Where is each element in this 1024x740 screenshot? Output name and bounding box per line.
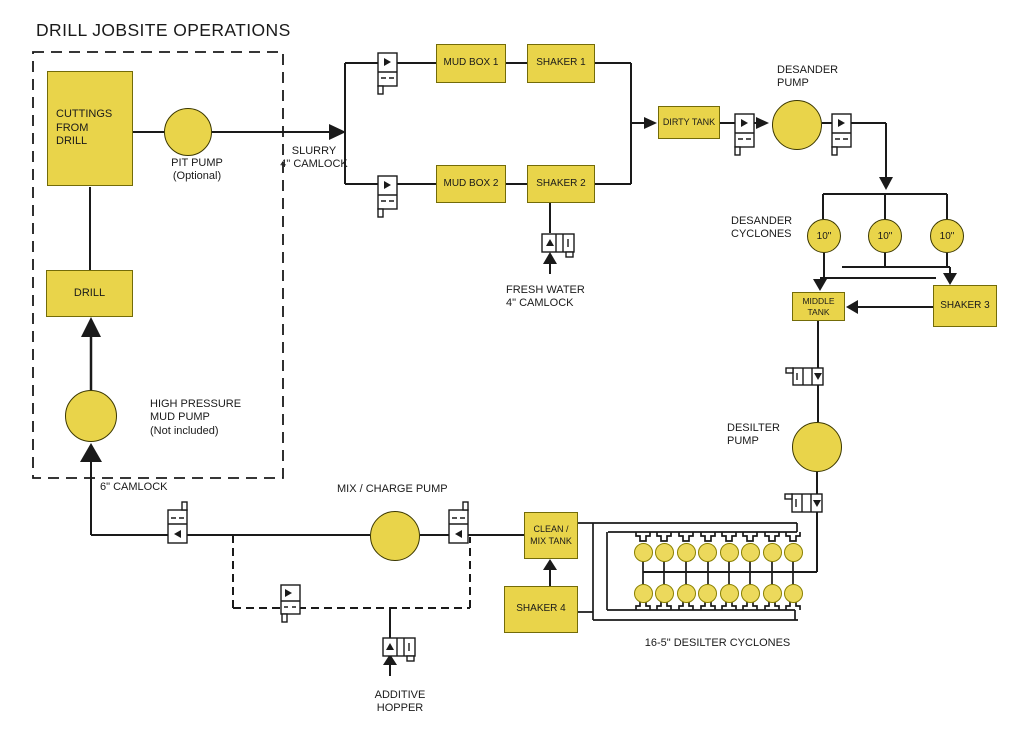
desander-cyclone-3: 10" xyxy=(930,219,964,253)
diagram-title: DRILL JOBSITE OPERATIONS xyxy=(36,20,291,40)
desilter-pump-label: DESILTER PUMP xyxy=(727,422,780,448)
pit-pump-circle xyxy=(164,108,212,156)
hp-mud-pump-circle xyxy=(65,390,117,442)
camlock-fitting-icon xyxy=(382,637,416,662)
camlock-fitting-icon xyxy=(448,501,469,544)
desilter-cyclone xyxy=(741,584,760,603)
camlock-fitting-icon xyxy=(734,113,755,156)
camlock-fitting-icon xyxy=(377,175,398,218)
mud-box-1: MUD BOX 1 xyxy=(436,44,506,83)
fresh-water-camlock-label: FRESH WATER 4" CAMLOCK xyxy=(506,284,585,310)
desilter-cyclone xyxy=(741,543,760,562)
desilter-cyclone xyxy=(655,543,674,562)
desilter-cyclone xyxy=(720,543,739,562)
desilter-cyclone xyxy=(698,543,717,562)
camlock-fitting-icon xyxy=(167,501,188,544)
clean-mix-tank-box: CLEAN / MIX TANK xyxy=(524,512,578,559)
mix-charge-pump-circle xyxy=(370,511,420,561)
mud-box-2: MUD BOX 2 xyxy=(436,165,506,203)
desilter-cyclone xyxy=(784,584,803,603)
desander-pump-label: DESANDER PUMP xyxy=(777,64,839,90)
cuttings-from-drill-box: CUTTINGS FROM DRILL xyxy=(47,71,133,186)
jobsite-boundary-dashed-box xyxy=(32,51,284,479)
slurry-camlock-label: SLURRY 4" CAMLOCK xyxy=(280,145,348,171)
desilter-cyclone xyxy=(634,584,653,603)
shaker-4-box: SHAKER 4 xyxy=(504,586,578,633)
mix-charge-pump-label: MIX / CHARGE PUMP xyxy=(337,483,448,495)
desilter-cyclone xyxy=(677,584,696,603)
desander-cyclone-2: 10" xyxy=(868,219,902,253)
shaker-3-box: SHAKER 3 xyxy=(933,285,997,327)
desilter-cyclone xyxy=(655,584,674,603)
shaker-1-box: SHAKER 1 xyxy=(527,44,595,83)
camlock-fitting-icon xyxy=(280,584,301,623)
additive-suction-dashed-line xyxy=(232,535,471,609)
pit-pump-label: PIT PUMP(Optional) xyxy=(171,157,223,183)
shaker-2-box: SHAKER 2 xyxy=(527,165,595,203)
hp-mud-pump-label: HIGH PRESSURE MUD PUMP (Not included) xyxy=(150,398,242,437)
desander-cyclones-label: DESANDER CYCLONES xyxy=(731,215,793,241)
additive-hopper-label: ADDITIVE HOPPER xyxy=(374,689,426,715)
camlock-fitting-icon xyxy=(377,52,398,95)
desilter-cyclone xyxy=(677,543,696,562)
flow-arrowheads xyxy=(80,117,957,665)
desilter-cyclone xyxy=(763,584,782,603)
desilter-cyclone-connectors xyxy=(642,561,794,584)
desilter-cyclones-label: 16-5" DESILTER CYCLONES xyxy=(644,637,791,649)
desander-cyclone-1: 10" xyxy=(807,219,841,253)
desander-pump-circle xyxy=(772,100,822,150)
camlock-fittings xyxy=(167,52,852,662)
desilter-cyclone xyxy=(698,584,717,603)
camlock-fitting-icon xyxy=(785,367,824,386)
camlock-fitting-icon xyxy=(541,233,575,258)
camlock-fitting-icon xyxy=(831,113,852,156)
middle-tank-box: MIDDLE TANK xyxy=(792,292,845,321)
desilter-cyclone xyxy=(720,584,739,603)
desilter-pump-circle xyxy=(792,422,842,472)
dirty-tank-box: DIRTY TANK xyxy=(658,106,720,139)
desilter-top-funnels xyxy=(635,532,801,542)
camlock-fitting-icon xyxy=(784,493,823,513)
desilter-cyclone xyxy=(784,543,803,562)
flow-lines xyxy=(89,62,951,676)
desilter-cyclone xyxy=(634,543,653,562)
drill-box: DRILL xyxy=(46,270,133,317)
camlock-6-label: 6" CAMLOCK xyxy=(100,481,168,493)
desilter-cyclone xyxy=(763,543,782,562)
